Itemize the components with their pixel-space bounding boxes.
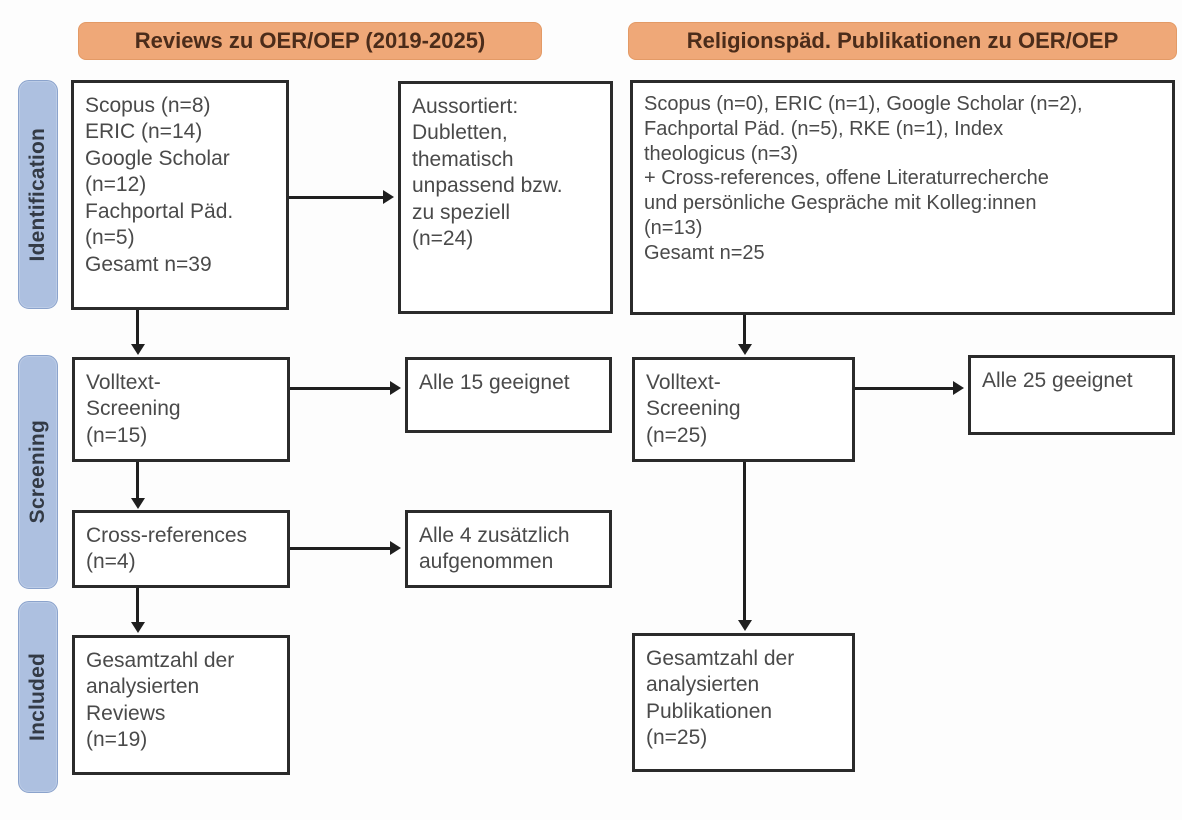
box-right-sources-line: (n=13): [644, 216, 703, 239]
arrow-right-fulltext-to-result: [953, 381, 964, 395]
box-left-sources-line: ERIC (n=14): [85, 120, 203, 144]
box-left-fulltext-line: Screening: [86, 397, 181, 421]
connector-left-sources-to-excluded: [289, 196, 383, 199]
box-right-sources-line: + Cross-references, offene Literaturrech…: [644, 167, 1049, 190]
connector-left-crossrefs-to-included: [136, 588, 139, 622]
box-left-excluded-line: Dubletten,: [412, 121, 508, 145]
arrow-right-fulltext-to-included: [738, 620, 752, 631]
column-header-religionspaed: Religionspäd. Publikationen zu OER/OEP: [628, 22, 1177, 60]
box-left-crossrefs: Cross-references (n=4): [72, 510, 290, 588]
box-right-sources-line: Scopus (n=0), ERIC (n=1), Google Scholar…: [644, 93, 1083, 115]
box-left-excluded-line: (n=24): [412, 227, 474, 251]
box-left-fulltext-line: (n=15): [86, 423, 148, 447]
box-left-excluded: Aussortiert: Dubletten, thematisch unpas…: [398, 81, 613, 314]
box-left-sources-line: Google Scholar: [85, 146, 230, 170]
box-right-fulltext-screening: Volltext- Screening (n=25): [632, 357, 855, 462]
phase-tab-identification: Identification: [18, 80, 58, 309]
box-right-included-line: (n=25): [646, 726, 708, 750]
box-right-fulltext-result: Alle 25 geeignet: [968, 355, 1175, 435]
box-right-included-line: analysierten: [646, 673, 760, 697]
box-left-crossrefs-result: Alle 4 zusätzlich aufgenommen: [405, 510, 612, 588]
box-left-included-line: (n=19): [86, 728, 148, 752]
box-right-sources-line: Fachportal Päd. (n=5), RKE (n=1), Index: [644, 117, 1004, 140]
box-right-sources-line: Gesamt n=25: [644, 241, 765, 264]
box-right-sources-line: und persönliche Gespräche mit Kolleg:inn…: [644, 192, 1037, 215]
box-right-fulltext-result-line: Alle 25 geeignet: [982, 369, 1133, 392]
box-left-included-line: Gesamtzahl der: [86, 649, 235, 672]
box-left-excluded-line: Aussortiert:: [412, 95, 519, 118]
box-left-sources-line: Gesamt n=39: [85, 252, 212, 276]
phase-tab-screening-label: Screening: [26, 420, 49, 524]
column-header-reviews-label: Reviews zu OER/OEP (2019-2025): [134, 28, 486, 53]
box-left-sources-line: (n=12): [85, 173, 147, 197]
box-left-included-line: analysierten: [86, 675, 200, 699]
connector-right-fulltext-to-result: [855, 387, 953, 390]
box-left-crossrefs-line: Cross-references: [86, 524, 248, 547]
box-right-sources: Scopus (n=0), ERIC (n=1), Google Scholar…: [630, 80, 1175, 315]
box-left-sources-line: (n=5): [85, 226, 135, 250]
box-right-included-line: Gesamtzahl der: [646, 647, 795, 670]
box-right-sources-line: theologicus (n=3): [644, 142, 798, 165]
arrow-left-crossrefs-to-result: [390, 541, 401, 555]
phase-tab-included: Included: [18, 601, 58, 793]
box-right-fulltext-line: Screening: [646, 397, 741, 421]
arrow-left-fulltext-to-result: [390, 381, 401, 395]
connector-right-fulltext-to-included: [743, 462, 746, 620]
box-left-excluded-line: zu speziell: [412, 200, 511, 224]
connector-left-fulltext-to-result: [290, 387, 390, 390]
arrow-left-sources-to-excluded: [383, 190, 394, 204]
phase-tab-screening: Screening: [18, 355, 58, 589]
box-right-included: Gesamtzahl der analysierten Publikatione…: [632, 633, 855, 772]
box-left-sources: Scopus (n=8) ERIC (n=14) Google Scholar …: [71, 80, 289, 310]
arrow-left-crossrefs-to-included: [131, 622, 145, 633]
box-left-crossrefs-result-line: Alle 4 zusätzlich: [419, 524, 570, 547]
box-right-fulltext-line: Volltext-: [646, 371, 721, 394]
box-left-excluded-line: unpassend bzw.: [412, 174, 563, 198]
box-left-excluded-line: thematisch: [412, 147, 514, 171]
box-left-fulltext-result-line: Alle 15 geeignet: [419, 371, 570, 394]
box-right-fulltext-line: (n=25): [646, 423, 708, 447]
box-left-crossrefs-result-line: aufgenommen: [419, 550, 554, 574]
connector-left-fulltext-to-crossrefs: [136, 462, 139, 498]
box-left-included: Gesamtzahl der analysierten Reviews (n=1…: [72, 635, 290, 775]
box-left-crossrefs-line: (n=4): [86, 550, 136, 574]
phase-tab-identification-label: Identification: [26, 127, 49, 262]
column-header-reviews: Reviews zu OER/OEP (2019-2025): [78, 22, 542, 60]
box-left-sources-line: Fachportal Päd.: [85, 199, 234, 223]
arrow-left-sources-to-fulltext: [131, 344, 145, 355]
box-left-fulltext-result: Alle 15 geeignet: [405, 357, 612, 433]
box-right-included-line: Publikationen: [646, 699, 773, 723]
box-left-included-line: Reviews: [86, 701, 166, 725]
column-header-religionspaed-label: Religionspäd. Publikationen zu OER/OEP: [686, 28, 1119, 53]
arrow-right-sources-to-fulltext: [738, 344, 752, 355]
arrow-left-fulltext-to-crossrefs: [131, 498, 145, 509]
box-left-fulltext-line: Volltext-: [86, 371, 161, 394]
phase-tab-included-label: Included: [26, 653, 49, 741]
box-left-fulltext-screening: Volltext- Screening (n=15): [72, 357, 290, 462]
connector-left-crossrefs-to-result: [290, 547, 390, 550]
box-left-sources-line: Scopus (n=8): [85, 94, 211, 117]
connector-left-sources-to-fulltext: [136, 310, 139, 344]
connector-right-sources-to-fulltext: [743, 315, 746, 344]
